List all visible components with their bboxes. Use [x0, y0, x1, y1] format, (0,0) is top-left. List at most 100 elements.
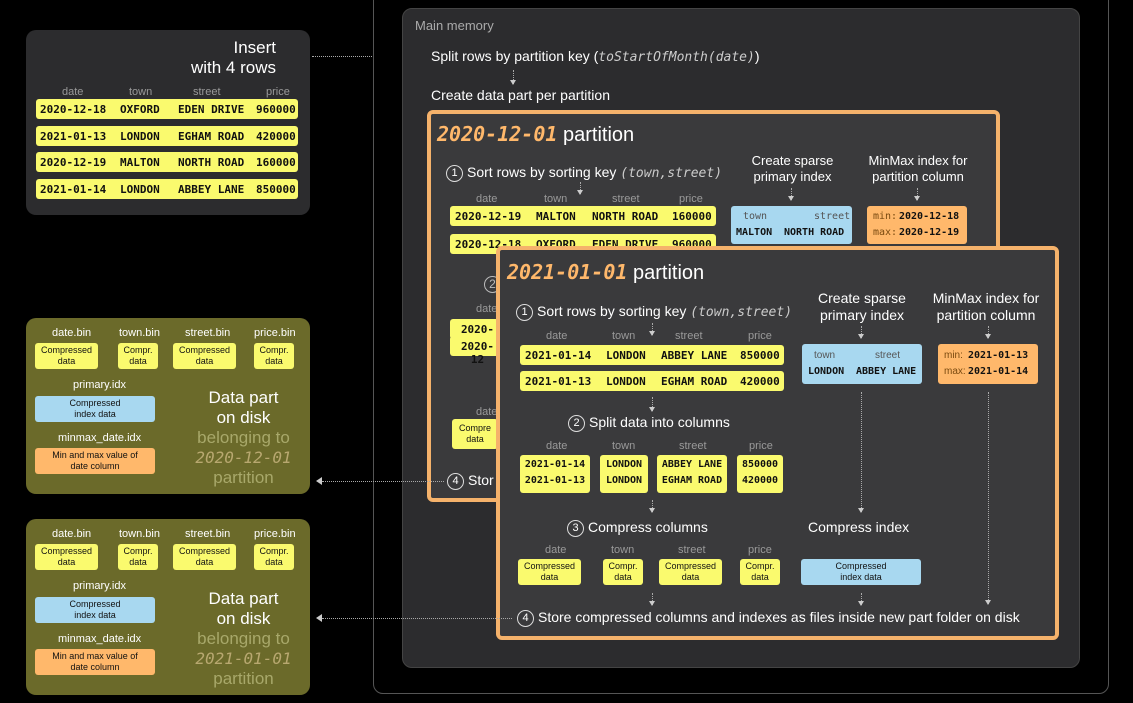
- front-sparse-title: Create sparse primary index: [818, 290, 906, 323]
- disk-compressed-street: Compressed data: [173, 544, 236, 570]
- insert-header-date: date: [62, 86, 84, 98]
- file-street-bin: street.bin: [185, 528, 231, 540]
- front-c-header-date: date: [545, 544, 567, 556]
- back-minmax-title: MinMax index for partition column: [868, 153, 968, 184]
- disk-part-title: Data part on disk belonging to 2020-12-0…: [195, 388, 292, 487]
- back-sparse-arrow: [788, 188, 794, 201]
- create-parts-text: Create data part per partition: [431, 87, 610, 103]
- file-primary-idx: primary.idx: [73, 379, 126, 391]
- back-sort-arrow: [577, 182, 583, 195]
- insert-header-street: street: [193, 86, 221, 98]
- front-col-date: 2021-01-14 2021-01-13: [520, 455, 590, 493]
- file-minmax-idx: minmax_date.idx: [58, 432, 142, 444]
- store-arrow-2020: [322, 481, 444, 482]
- front-row: 2021-01-13 LONDON EGHAM ROAD 420000: [520, 371, 784, 391]
- disk-compressed-date: Compressed data: [35, 544, 98, 570]
- back-sparse-title: Create sparse primary index: [751, 153, 834, 184]
- front-header-street: street: [675, 330, 703, 342]
- front-minmax-down-arrow: [985, 392, 991, 605]
- disk-compressed-date: Compressed data: [35, 343, 98, 369]
- file-price-bin: price.bin: [254, 528, 296, 540]
- file-price-bin: price.bin: [254, 327, 296, 339]
- front-col-town: LONDON LONDON: [600, 455, 648, 493]
- disk-minmax-desc: Min and max value of date column: [35, 649, 155, 675]
- back-partial-compr: Compre data: [452, 419, 498, 449]
- insert-title: Insert with 4 rows: [190, 38, 276, 77]
- front-header-date: date: [546, 330, 568, 342]
- arrow-left-icon: [316, 614, 322, 622]
- disk-compressed-index: Compressed index data: [35, 396, 155, 422]
- insert-header-town: town: [129, 86, 153, 98]
- back-header-town: town: [544, 193, 568, 205]
- front-compressed-index: Compressed index data: [801, 559, 921, 585]
- front-col-header-date: date: [546, 440, 568, 452]
- back-minmax-box: min: 2020-12-18 max: 2020-12-19: [867, 206, 967, 244]
- front-index-down-arrow: [858, 392, 864, 513]
- back-row: 2020-12-19 MALTON NORTH ROAD 160000: [450, 206, 716, 226]
- file-minmax-idx: minmax_date.idx: [58, 633, 142, 645]
- front-sort-arrow: [649, 323, 655, 336]
- back-partial-row: 2020-12: [450, 319, 500, 349]
- front-minmax-title: MinMax index for partition column: [932, 290, 1040, 323]
- disk-compressed-index: Compressed index data: [35, 597, 155, 623]
- file-date-bin: date.bin: [52, 528, 92, 540]
- file-town-bin: town.bin: [119, 528, 160, 540]
- front-step2-arrow: [649, 397, 655, 412]
- front-compressed-street: Compressed data: [659, 559, 722, 585]
- front-row: 2021-01-14 LONDON ABBEY LANE 850000: [520, 345, 784, 365]
- front-index-box: town street LONDON ABBEY LANE: [802, 344, 922, 384]
- partition-2021-01-01-title: 2021-01-01 partition: [507, 260, 705, 284]
- front-c-header-town: town: [611, 544, 635, 556]
- insert-row: 2020-12-18 OXFORD EDEN DRIVE 960000: [36, 99, 298, 119]
- disk-minmax-desc: Min and max value of date column: [35, 448, 155, 474]
- front-compress-index: Compress index: [808, 519, 910, 535]
- back-header-price: price: [679, 193, 703, 205]
- insert-header-price: price: [266, 86, 290, 98]
- back-partial-date: date: [476, 303, 498, 315]
- back-header-date: date: [476, 193, 498, 205]
- front-col-price: 850000 420000: [737, 455, 783, 493]
- front-compressed-date: Compressed data: [518, 559, 581, 585]
- arrow-left-icon: [316, 477, 322, 485]
- store-arrow-2021: [322, 618, 512, 619]
- front-col-header-town: town: [612, 440, 636, 452]
- disk-part-title: Data part on disk belonging to 2021-01-0…: [195, 589, 292, 688]
- front-step3-arrow: [649, 500, 655, 513]
- disk-compressed-street: Compressed data: [173, 343, 236, 369]
- front-header-price: price: [748, 330, 772, 342]
- insert-row: 2021-01-13 LONDON EGHAM ROAD 420000: [36, 126, 298, 146]
- front-minmax-box: min: 2021-01-13 max: 2021-01-14: [938, 344, 1038, 384]
- file-primary-idx: primary.idx: [73, 580, 126, 592]
- disk-compressed-price: Compr. data: [254, 343, 294, 369]
- disk-part-2021-01-01: date.bin town.bin street.bin price.bin C…: [26, 519, 310, 695]
- file-date-bin: date.bin: [52, 327, 92, 339]
- back-minmax-arrow: [914, 188, 920, 201]
- split-rows-text: Split rows by partition key (toStartOfMo…: [431, 48, 760, 65]
- front-compressed-price: Compr. data: [740, 559, 780, 585]
- front-minmax-arrow: [985, 326, 991, 339]
- front-col-header-street: street: [679, 440, 707, 452]
- front-c-header-street: street: [678, 544, 706, 556]
- front-c-header-price: price: [748, 544, 772, 556]
- insert-to-split-arrow: [312, 56, 422, 57]
- file-town-bin: town.bin: [119, 327, 160, 339]
- front-col-street: ABBEY LANE EGHAM ROAD: [657, 455, 727, 493]
- disk-part-2020-12-01: date.bin town.bin street.bin price.bin C…: [26, 318, 310, 494]
- back-header-street: street: [612, 193, 640, 205]
- back-partial-row: 2020-12: [450, 336, 500, 366]
- insert-box: Insert with 4 rows date town street pric…: [26, 30, 310, 215]
- insert-row: 2020-12-19 MALTON NORTH ROAD 160000: [36, 152, 298, 172]
- partition-2020-12-01-title: 2020-12-01 partition: [437, 122, 635, 146]
- front-header-town: town: [612, 330, 636, 342]
- disk-compressed-town: Compr. data: [118, 343, 158, 369]
- back-index-box: town street MALTON NORTH ROAD: [731, 206, 852, 244]
- split-down-arrow: [510, 70, 516, 85]
- main-memory-label: Main memory: [415, 18, 494, 33]
- insert-row: 2021-01-14 LONDON ABBEY LANE 850000: [36, 179, 298, 199]
- file-street-bin: street.bin: [185, 327, 231, 339]
